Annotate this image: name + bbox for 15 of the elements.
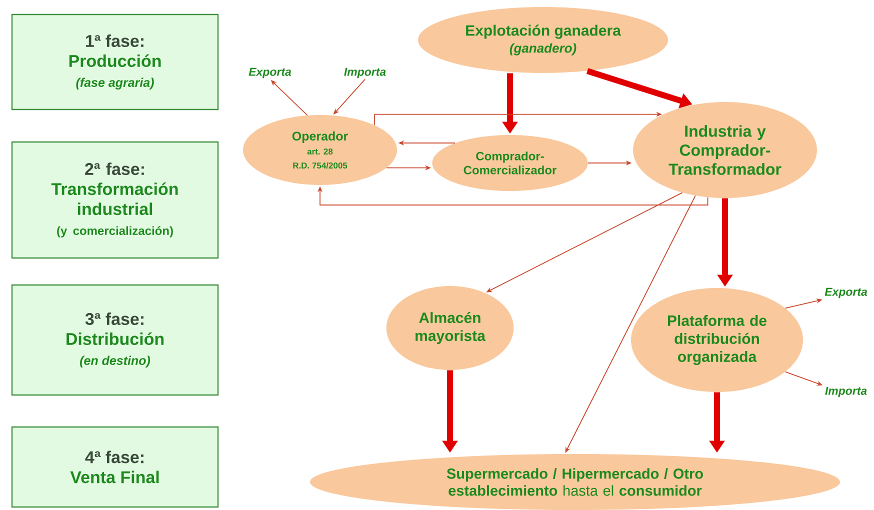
ellipse-node: Almacén mayorista: [386, 286, 514, 370]
phase-box: 1ª fase: Producción (fase agraria): [11, 14, 219, 110]
ellipse-node: Operador art. 28 R.D. 754/2005: [243, 115, 397, 185]
flow-label: Exporta: [824, 288, 868, 298]
phase-box: 3ª fase: Distribución (en destino): [11, 284, 219, 396]
ellipse-node: Explotación ganadera (ganadero): [418, 7, 668, 73]
flow-label: Exporta: [248, 68, 292, 78]
flow-label: Importa: [344, 68, 386, 78]
phase-box: 2ª fase: Transformación industrial (y comercialización): [11, 141, 219, 259]
ellipse-node: Supermercado / Hipermercado / Otro establecimiento hasta el consumidor: [310, 454, 840, 510]
flow-label: Importa: [825, 386, 867, 398]
ellipse-node: Comprador- Comercializador: [432, 135, 588, 191]
ellipse-node: Industria y Comprador- Transformador: [633, 102, 817, 198]
phase-box: 4ª fase: Venta Final: [11, 426, 219, 508]
ellipse-node: Plataforma de distribución organizada: [631, 288, 803, 392]
